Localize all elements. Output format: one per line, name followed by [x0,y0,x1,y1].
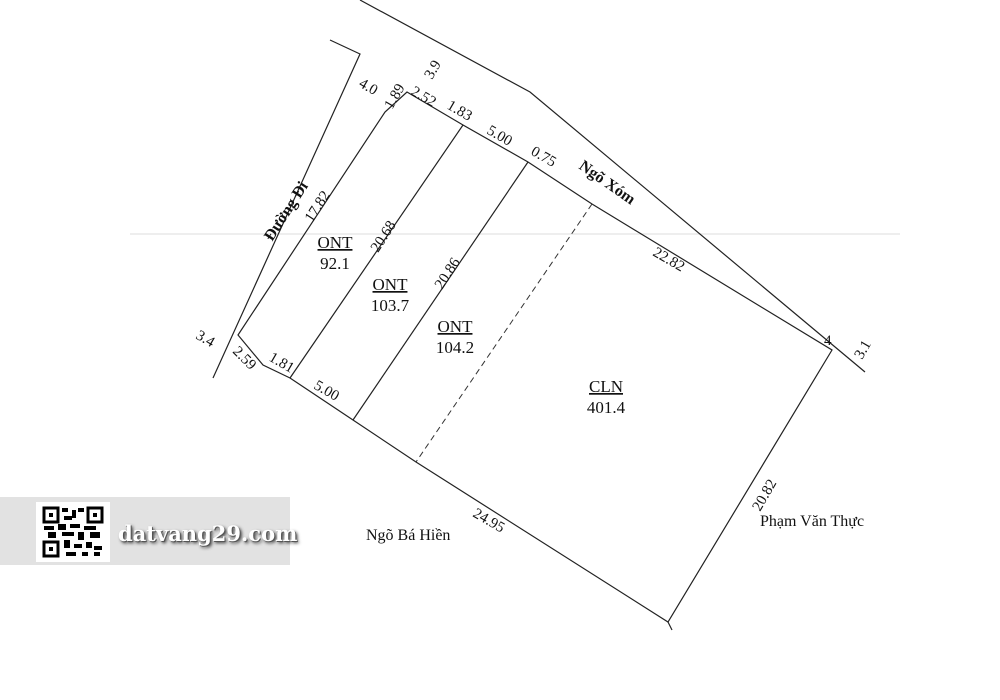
dim-corner-bottom: 2.59 [229,344,259,374]
plot-boundary [237,91,833,623]
parcel-area: 92.1 [320,254,350,273]
dim-divider2: 20.86 [432,255,464,292]
dim-top-long: 22.82 [650,245,687,276]
watermark-banner: datvang29.com [0,497,297,565]
dim-top-seg2: 1.83 [444,98,475,125]
parcel-area: 103.7 [371,296,410,315]
dim-bottom-long: 24.95 [470,506,507,537]
road-label-bottom: Ngõ Bá Hiền [366,527,450,544]
divider-dashed-line [415,203,593,463]
dim-top-seg1: 2.52 [408,84,439,111]
parcel-type: ONT [318,233,354,252]
parcel-1: ONT 92.1 [318,233,354,273]
parcel-area: 104.2 [436,338,474,357]
dim-road-right-b: 3.1 [852,338,875,362]
dim-bottom-seg2: 5.00 [311,378,342,405]
road-label-right: Phạm Văn Thực [760,513,864,530]
dim-road-top-width: 3.9 [422,58,445,82]
dim-right-side: 20.82 [750,477,781,514]
parcel-type: CLN [589,377,623,396]
parcel-2: ONT 103.7 [371,275,410,315]
qr-code-icon [36,502,110,562]
dim-corner-top: 1.89 [382,81,409,112]
divider-line-2 [352,161,529,421]
parcel-type: ONT [373,275,409,294]
watermark-text: datvang29.com [118,521,298,546]
right-line-extension [667,621,673,631]
road-label-top: Ngõ Xóm [576,157,639,208]
parcel-area: 401.4 [587,398,626,417]
parcel-type: ONT [438,317,474,336]
parcel-3: ONT 104.2 [436,317,474,357]
road-top-outer-line [359,0,866,373]
dim-road-right-a: 4 [824,333,832,349]
dim-bottom-seg1: 1.81 [266,350,297,377]
road-left-outer-line [212,39,361,379]
dim-top-seg4: 0.75 [528,144,559,171]
parcel-4: CLN 401.4 [587,377,626,417]
divider-line-1 [289,124,464,379]
dim-road-top-left-width: 4.0 [356,76,380,99]
dim-road-left-bottom: 3.4 [193,328,218,351]
